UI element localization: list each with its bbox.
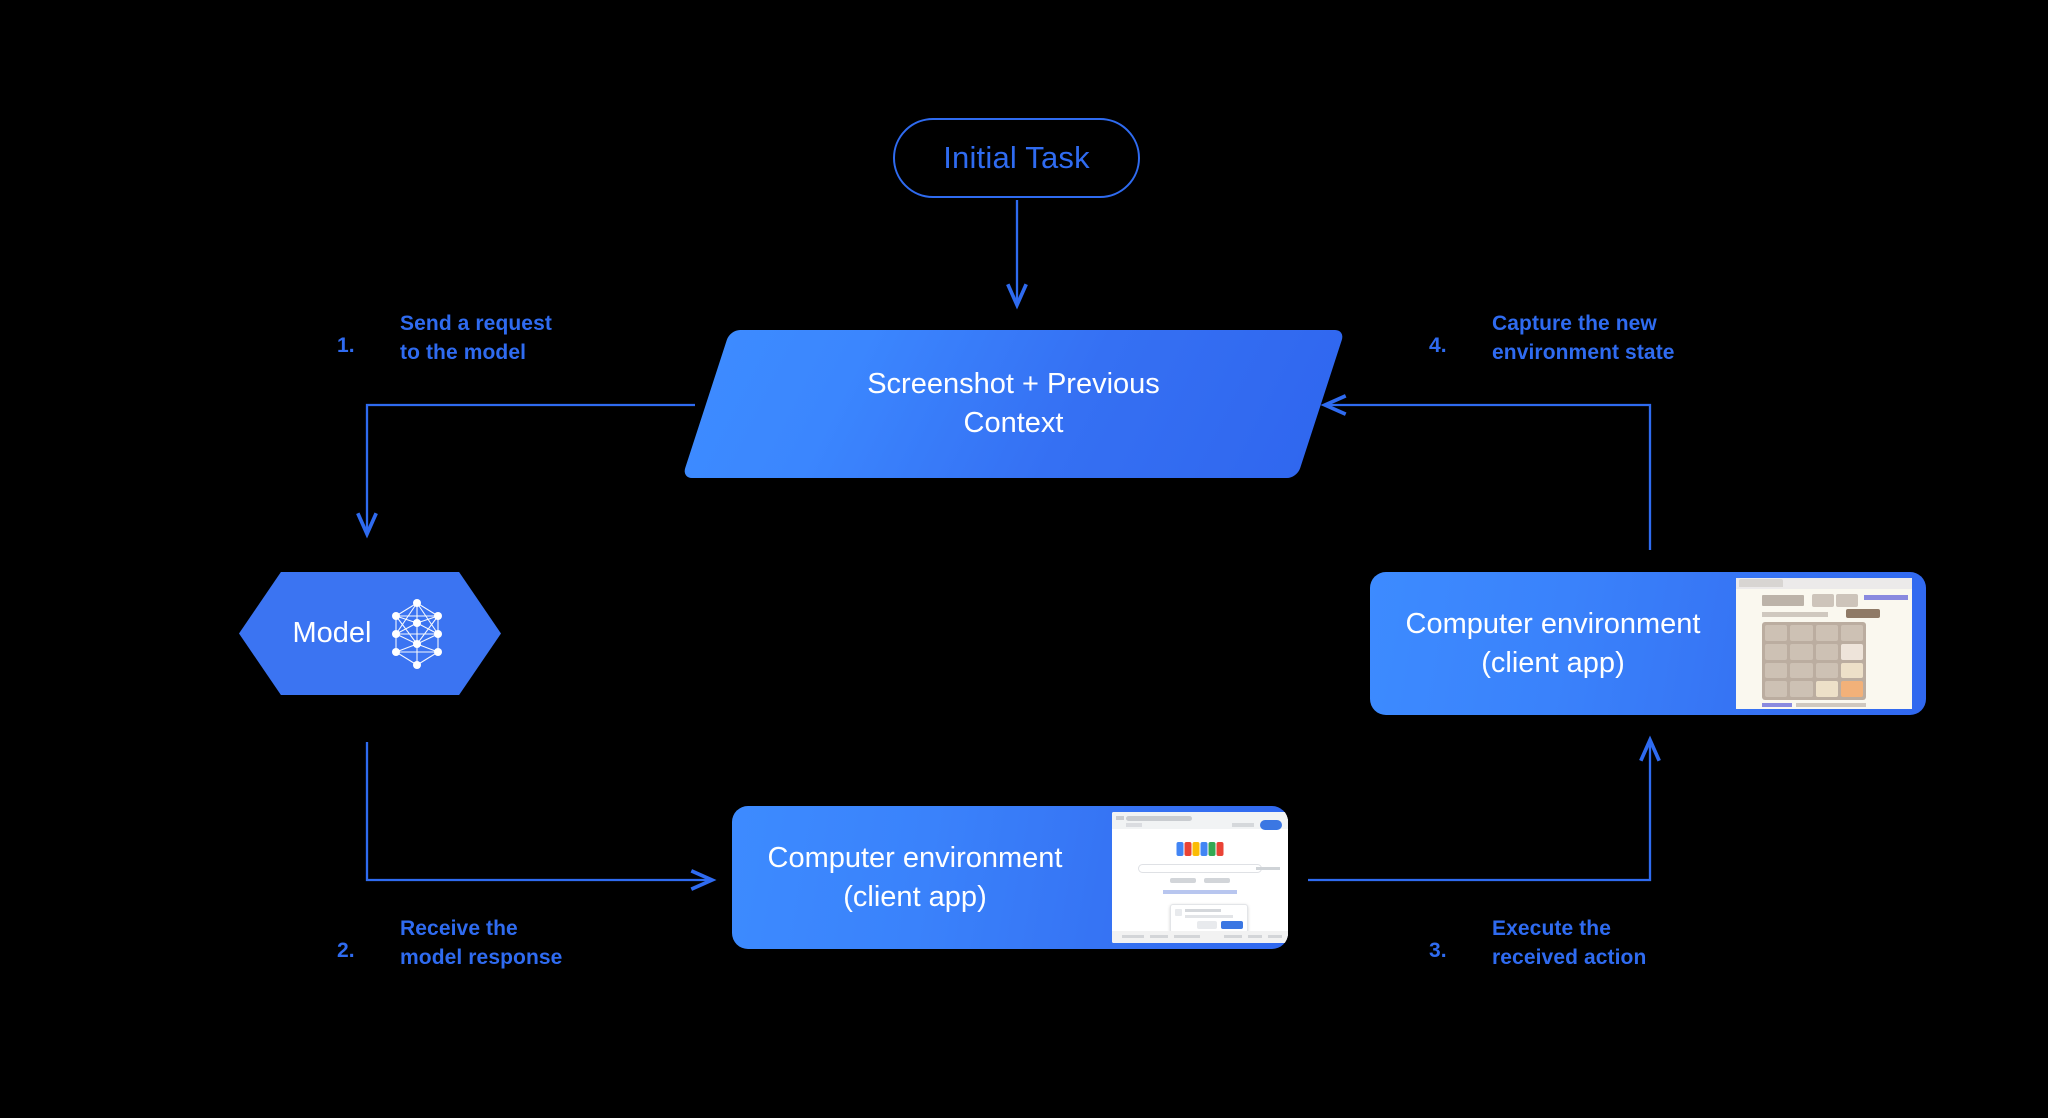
arrow-model-to-env-bottom: [365, 742, 717, 891]
arrow-env-bottom-to-env-right: [1308, 735, 1661, 882]
screenshot-context-line2: Context: [963, 407, 1064, 439]
step-1-line1: Send a request: [400, 312, 552, 335]
step-2-label: 2. Receive the model response: [337, 915, 563, 973]
initial-task-label: Initial Task: [943, 140, 1090, 175]
step-3-number: 3.: [1429, 939, 1447, 962]
step-1-label: 1. Send a request to the model: [337, 310, 552, 368]
thumbnail-google-search: [1112, 812, 1288, 943]
step-2-number: 2.: [337, 939, 355, 962]
env-right-line1: Computer environment: [1405, 607, 1701, 640]
env-right-node[interactable]: Computer environment (client app): [1370, 572, 1926, 715]
step-4-number: 4.: [1429, 334, 1447, 357]
step-2-line2: model response: [400, 945, 563, 969]
step-4-line1: Capture the new: [1492, 312, 1657, 335]
neural-network-icon: [391, 598, 442, 669]
step-4-line2: environment state: [1492, 340, 1675, 364]
step-2-line1: Receive the: [400, 917, 518, 940]
env-right-line2: (client app): [1481, 646, 1625, 679]
screenshot-context-line1: Screenshot + Previous: [867, 368, 1160, 401]
arrow-env-right-to-context: [1320, 394, 1652, 550]
screenshot-context-node[interactable]: Screenshot + Previous Context: [681, 330, 1346, 478]
step-4-label: 4. Capture the new environment state: [1429, 310, 1675, 368]
step-1-number: 1.: [337, 334, 355, 357]
google-logo-icon: [1176, 842, 1224, 856]
env-bottom-node[interactable]: Computer environment (client app): [732, 806, 1288, 949]
env-bottom-line1: Computer environment: [767, 841, 1063, 874]
arrow-context-to-model: [356, 403, 695, 539]
step-3-line1: Execute the: [1492, 917, 1611, 940]
thumbnail-2048-game: [1736, 578, 1912, 709]
env-bottom-line2: (client app): [843, 880, 987, 913]
step-3-line2: received action: [1492, 945, 1647, 969]
model-node[interactable]: Model: [239, 572, 501, 695]
initial-task-node[interactable]: Initial Task: [893, 118, 1140, 198]
step-3-label: 3. Execute the received action: [1429, 915, 1647, 973]
step-1-line2: to the model: [400, 340, 527, 364]
model-label: Model: [292, 617, 372, 649]
